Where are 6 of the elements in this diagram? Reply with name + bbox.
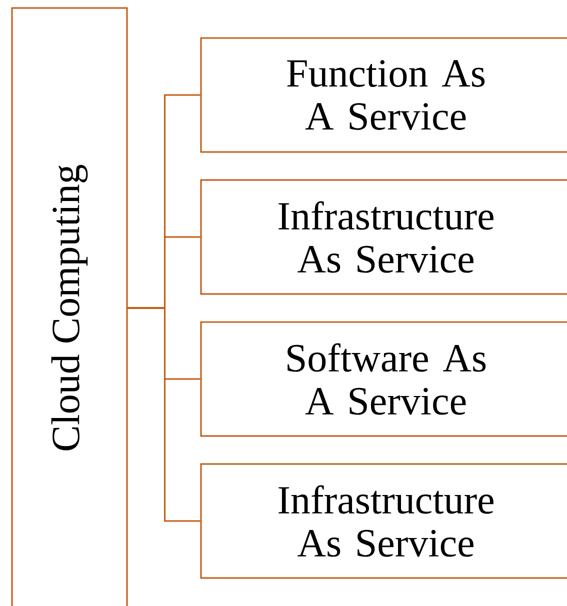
service-box: Infrastructure As Service (200, 179, 567, 295)
service-box: Infrastructure As Service (200, 463, 567, 579)
category-box: Cloud Computing (11, 7, 128, 606)
connector-line (128, 307, 200, 522)
service-box: Software As A Service (200, 321, 567, 437)
service-box: Function As A Service (200, 37, 567, 153)
